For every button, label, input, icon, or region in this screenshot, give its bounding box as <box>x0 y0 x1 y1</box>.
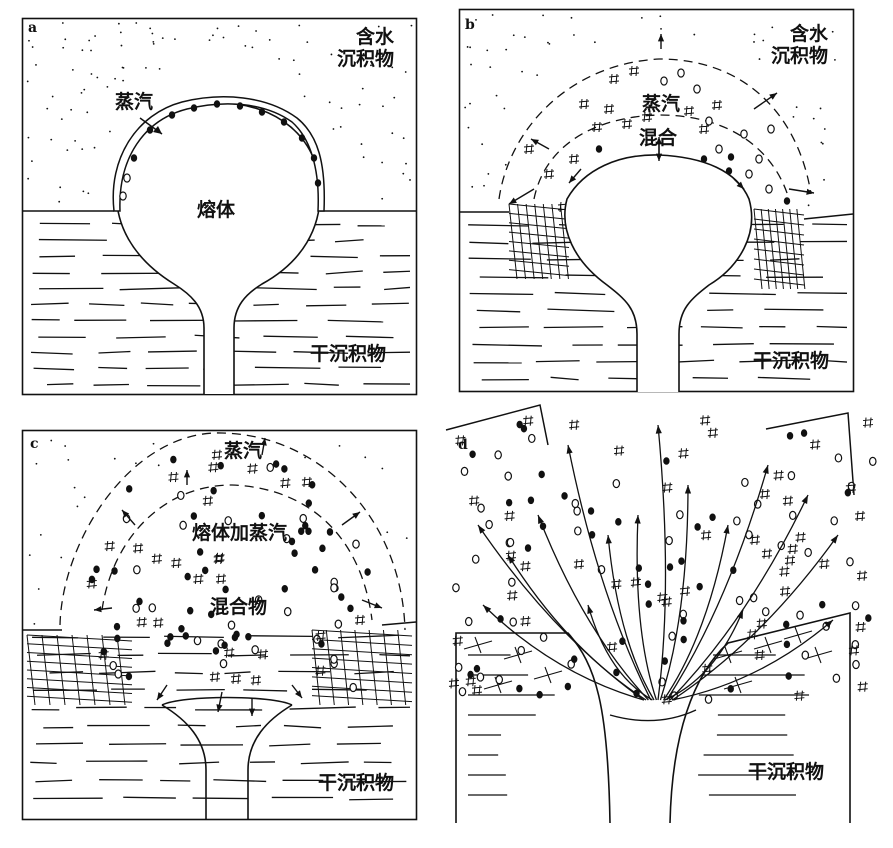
melt-body <box>564 154 753 392</box>
label-dry-sediment: 干沉积物 <box>318 772 395 794</box>
panel-a-drawing <box>21 17 418 396</box>
vent-floor <box>609 709 697 722</box>
melt-body <box>115 102 321 394</box>
label-dry-sediment: 干沉积物 <box>753 350 830 372</box>
panel-c: c 蒸汽 熔体加蒸汽 混合物 干沉积物 <box>21 429 418 821</box>
label-steam: 蒸汽 <box>224 440 263 462</box>
panel-d: d 干沉积物 <box>438 404 893 830</box>
panel-letter: c <box>30 436 39 452</box>
label-wet-sediment: 含水 沉积物 <box>337 26 395 70</box>
panel-d-drawing <box>445 404 877 824</box>
ground-surface <box>22 621 417 631</box>
panel-b: b 含水 沉积物 蒸汽 混合 干沉积物 <box>458 8 855 393</box>
label-mixture: 混合物 <box>210 596 268 618</box>
steam-bubbles <box>119 100 322 201</box>
conduit <box>161 696 293 820</box>
panel-letter: d <box>458 437 468 453</box>
panel-b-drawing <box>458 8 855 393</box>
label-steam: 蒸汽 <box>642 93 681 115</box>
panel-c-drawing <box>21 429 418 821</box>
right-fragment-edge <box>765 412 855 496</box>
mixing-zone-boundary <box>498 58 812 200</box>
panel-a: a 含水 沉积物 蒸汽 熔体 干沉积物 <box>21 17 418 396</box>
label-melt: 熔体 <box>197 199 236 221</box>
right-sediment-block <box>669 611 851 824</box>
label-dry-sediment: 干沉积物 <box>748 761 825 783</box>
label-wet-sediment: 含水 沉积物 <box>771 23 829 67</box>
label-melt-plus-steam: 熔体加蒸汽 <box>192 522 288 544</box>
wet-sediment-dots <box>26 22 413 203</box>
label-mixing: 混合 <box>639 127 678 149</box>
panel-letter: a <box>28 20 38 36</box>
inner-steam-boundary <box>101 484 373 621</box>
ground-surface <box>459 211 854 220</box>
label-steam: 蒸汽 <box>115 91 154 113</box>
left-fragment-edge <box>445 404 549 446</box>
label-dry-sediment: 干沉积物 <box>310 343 387 365</box>
inner-boundary <box>533 114 790 200</box>
steam-layer <box>112 96 326 212</box>
outer-steam-boundary <box>59 432 406 631</box>
panel-letter: b <box>465 17 475 33</box>
